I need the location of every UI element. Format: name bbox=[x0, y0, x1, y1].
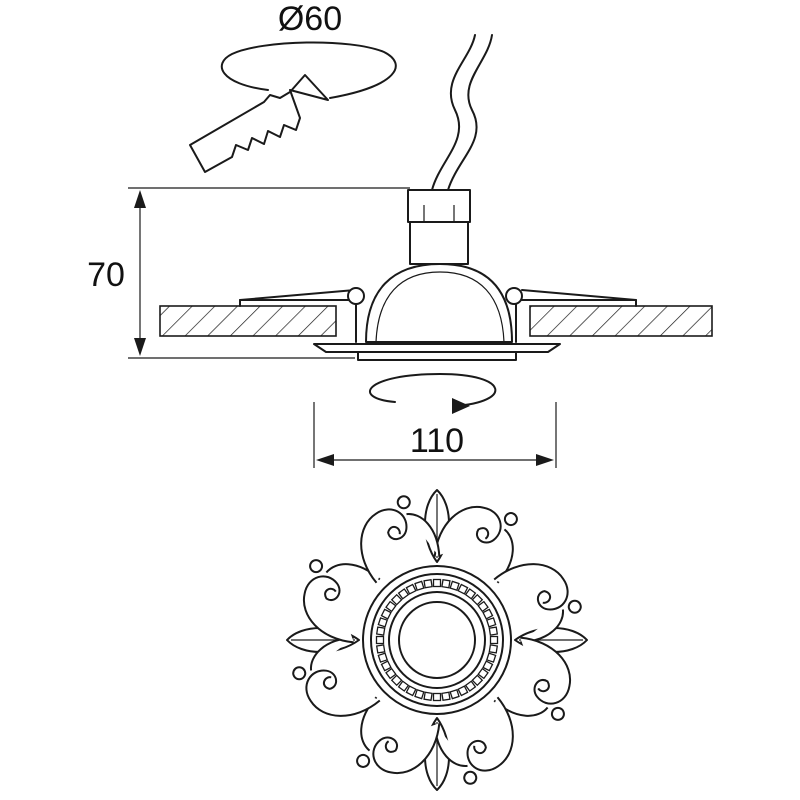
crystal-bead bbox=[477, 600, 489, 613]
cutout-callout: Ø60 bbox=[189, 0, 397, 173]
ornament-scroll bbox=[493, 563, 582, 644]
crystal-bead bbox=[449, 580, 460, 592]
cutout-diameter-label: Ø60 bbox=[278, 0, 342, 38]
arrow-right-icon bbox=[536, 454, 554, 466]
wire-2 bbox=[447, 34, 493, 191]
glass-ring bbox=[357, 351, 517, 361]
crystal-bead bbox=[414, 688, 425, 700]
crystal-bead bbox=[488, 626, 499, 636]
lens-opening bbox=[398, 601, 476, 679]
height-label: 70 bbox=[87, 256, 125, 294]
spring-clip-right-arm bbox=[521, 289, 637, 301]
crystal-bead bbox=[405, 685, 417, 697]
crystal-bead bbox=[405, 583, 417, 595]
arrow-left-icon bbox=[316, 454, 334, 466]
ornament-petals bbox=[286, 489, 588, 791]
crystal-bead bbox=[449, 688, 460, 700]
crystal-bead bbox=[375, 626, 386, 636]
crystal-bead bbox=[397, 588, 410, 600]
crystal-bead bbox=[375, 635, 385, 645]
ceiling-section-left bbox=[159, 305, 337, 337]
crystal-bead bbox=[375, 644, 386, 654]
lamp-neck bbox=[409, 221, 469, 265]
crystal-bead bbox=[390, 674, 403, 687]
reflector-dome bbox=[365, 263, 513, 343]
saw-blade-icon bbox=[189, 74, 329, 173]
crystal-bead bbox=[423, 691, 433, 702]
width-label: 110 bbox=[410, 422, 464, 460]
crystal-bead bbox=[464, 588, 477, 600]
crystal-bead bbox=[471, 593, 484, 606]
crystal-bead bbox=[482, 608, 494, 620]
spring-clip-left-arm bbox=[239, 289, 356, 301]
spring-clip-left bbox=[239, 299, 359, 307]
arrow-down-icon bbox=[134, 338, 146, 356]
spring-clip-right bbox=[519, 299, 637, 307]
trim-flange bbox=[313, 343, 561, 353]
crystal-bead bbox=[432, 692, 442, 702]
ornament-scroll bbox=[356, 696, 441, 775]
crystal-bead bbox=[385, 667, 397, 680]
outer-bezel bbox=[362, 565, 512, 715]
crystal-bead bbox=[485, 617, 497, 628]
crystal-bead bbox=[414, 580, 425, 592]
cutout-circle-outline bbox=[220, 41, 397, 99]
crystal-bead bbox=[377, 617, 389, 628]
crystal-bead bbox=[380, 660, 392, 672]
width-dimension: 110 bbox=[313, 402, 557, 468]
crystal-bead bbox=[385, 600, 397, 613]
crystal-bead bbox=[485, 652, 497, 663]
rotate-arrow-icon bbox=[368, 373, 497, 407]
crystal-bead bbox=[457, 583, 469, 595]
reflector-inner-line bbox=[375, 271, 505, 343]
crystal-bead bbox=[390, 593, 403, 606]
crystal-bead bbox=[488, 644, 499, 654]
ornament-scroll bbox=[360, 495, 441, 584]
fixture-side-view bbox=[159, 34, 713, 361]
rotate-arrowhead-icon bbox=[452, 398, 470, 414]
crystal-bead bbox=[397, 680, 410, 692]
fixture-front-view bbox=[286, 489, 588, 791]
spring-pivot-right bbox=[505, 287, 523, 305]
crystal-beads-ring bbox=[375, 578, 499, 702]
ceiling-section-right bbox=[529, 305, 713, 337]
crystal-bead bbox=[477, 667, 489, 680]
spring-pivot-left bbox=[347, 287, 365, 305]
crystal-bead bbox=[432, 578, 442, 588]
bezel-ring bbox=[370, 573, 504, 707]
crystal-bead bbox=[471, 674, 484, 687]
crystal-bead bbox=[380, 608, 392, 620]
crystal-bead bbox=[441, 578, 451, 589]
crystal-bead bbox=[482, 660, 494, 672]
crystal-bead bbox=[377, 652, 389, 663]
height-dimension: 70 bbox=[87, 187, 410, 359]
lens-ring bbox=[388, 591, 486, 689]
crystal-bead bbox=[489, 635, 499, 645]
arrow-up-icon bbox=[134, 190, 146, 208]
wire-1 bbox=[431, 34, 476, 191]
ornament-scroll bbox=[302, 559, 381, 644]
crystal-bead bbox=[423, 578, 433, 589]
ornament-scroll bbox=[493, 636, 572, 721]
crystal-bead bbox=[464, 680, 477, 692]
crystal-bead bbox=[457, 685, 469, 697]
crystal-bead bbox=[441, 691, 451, 702]
connector-block bbox=[407, 189, 471, 223]
